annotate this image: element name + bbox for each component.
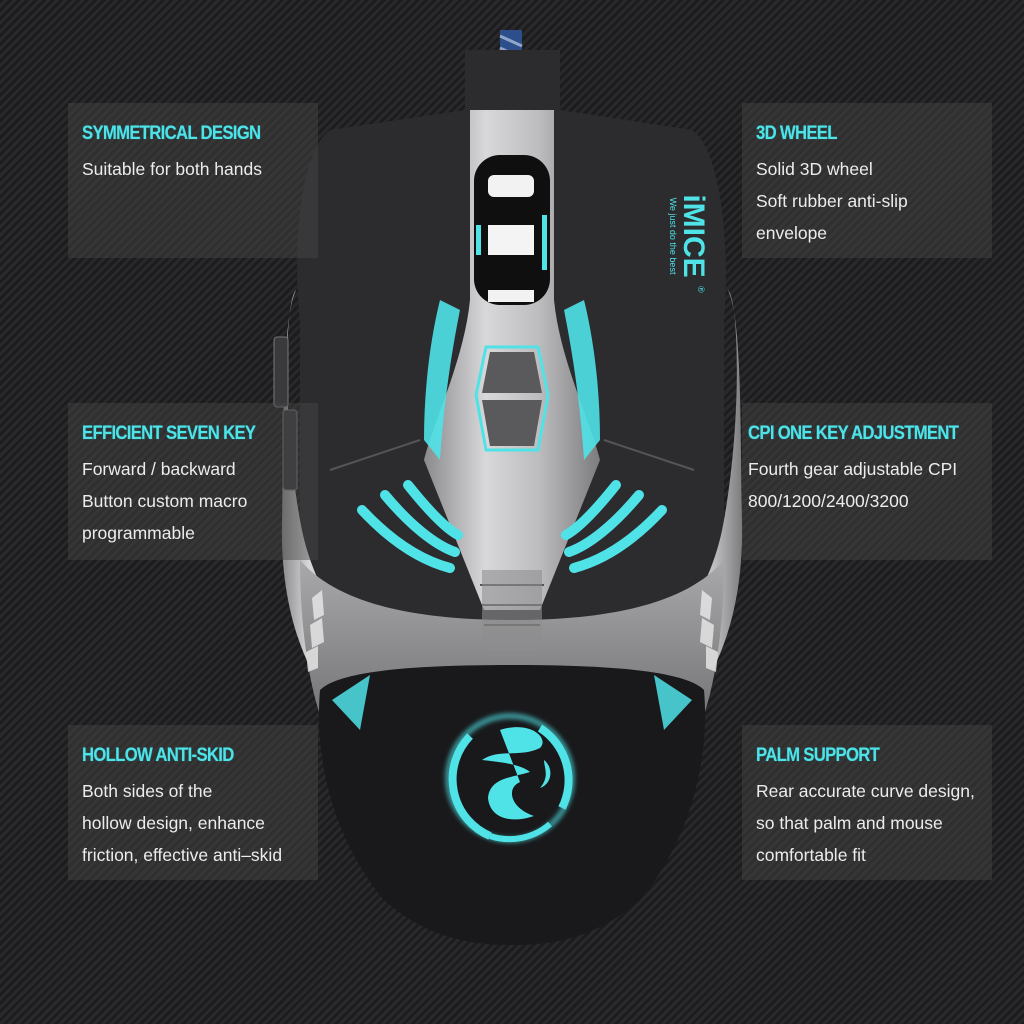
feature-panel-hollow-anti-skid: HOLLOW ANTI-SKID Both sides of the hollo…	[68, 725, 318, 880]
hollow-vents-left	[306, 590, 324, 672]
feature-line: Fourth gear adjustable CPI	[748, 459, 958, 479]
arc-lights-right	[561, 480, 667, 573]
feature-line: Forward / backward	[82, 459, 236, 479]
feature-panel-palm-support: PALM SUPPORT Rear accurate curve design,…	[742, 725, 992, 880]
feature-line: Solid 3D wheel	[756, 159, 873, 179]
feature-panel-efficient-seven-key: EFFICIENT SEVEN KEY Forward / backward B…	[68, 403, 318, 560]
feature-line: programmable	[82, 523, 195, 543]
feature-line: friction, effective anti–skid	[82, 845, 283, 865]
feature-line: Both sides of the	[82, 781, 213, 801]
feature-line: hollow design, enhance	[82, 813, 265, 833]
svg-text:We just do the best: We just do the best	[668, 198, 678, 275]
feature-title: HOLLOW ANTI-SKID	[82, 745, 234, 766]
scroll-wheel[interactable]	[474, 155, 550, 305]
backward-side-button	[282, 409, 298, 491]
feature-title: PALM SUPPORT	[756, 745, 880, 766]
feature-line: so that palm and mouse	[756, 813, 943, 833]
feature-title: 3D WHEEL	[756, 123, 837, 144]
feature-panel-symmetrical-design: SYMMETRICAL DESIGN Suitable for both han…	[68, 103, 318, 258]
dragon-emblem-icon	[445, 713, 575, 843]
arc-lights-left	[357, 480, 463, 573]
hollow-vents-right	[700, 590, 718, 672]
feature-title: SYMMETRICAL DESIGN	[82, 123, 261, 144]
brand-logo: iMICE We just do the best ®	[668, 194, 710, 293]
feature-line: comfortable fit	[756, 845, 866, 865]
feature-line: Suitable for both hands	[82, 159, 262, 179]
feature-panel-cpi-adjustment: CPI ONE KEY ADJUSTMENT Fourth gear adjus…	[742, 403, 992, 560]
feature-panel-3d-wheel: 3D WHEEL Solid 3D wheel Soft rubber anti…	[742, 103, 992, 258]
feature-title: EFFICIENT SEVEN KEY	[82, 423, 256, 444]
feature-line: Soft rubber anti-slip	[756, 191, 908, 211]
forward-side-button	[273, 336, 289, 408]
feature-line: envelope	[756, 223, 828, 243]
light-strips	[424, 300, 600, 460]
feature-title: CPI ONE KEY ADJUSTMENT	[748, 423, 959, 444]
svg-text:®: ®	[696, 286, 706, 293]
feature-line: Button custom macro	[82, 491, 248, 511]
feature-line: 800/1200/2400/3200	[748, 491, 909, 511]
svg-text:iMICE: iMICE	[677, 194, 710, 277]
cpi-button[interactable]	[474, 345, 550, 452]
feature-line: Rear accurate curve design,	[756, 781, 975, 801]
